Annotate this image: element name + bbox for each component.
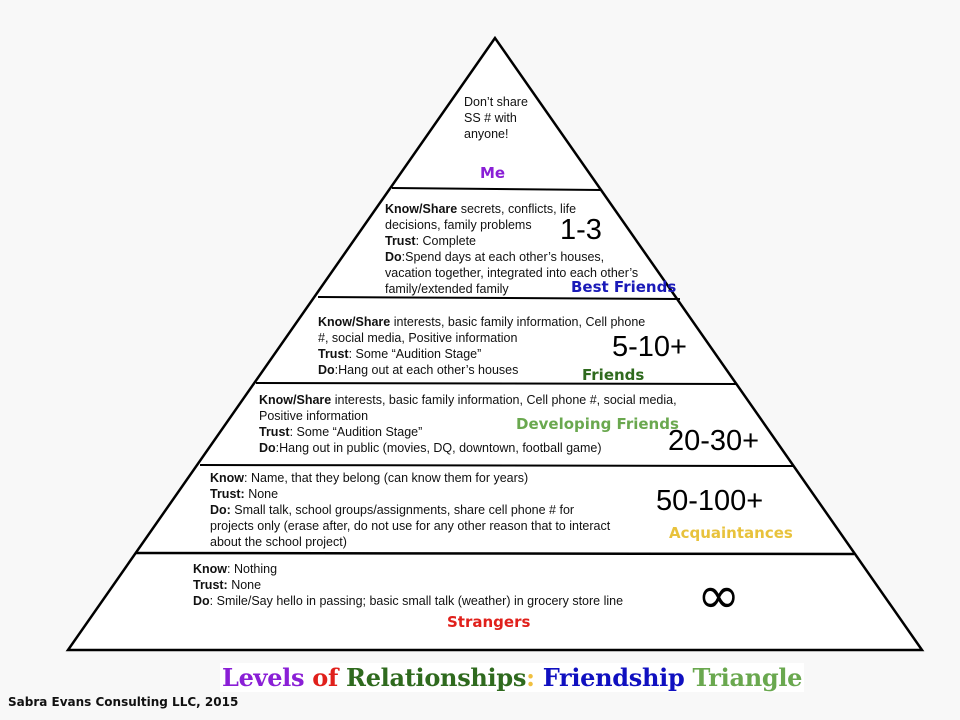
line-text: :Spend days at each other’s houses,: [401, 250, 605, 264]
title-word: Relationships: [346, 663, 527, 692]
line-text: Positive information: [259, 409, 369, 423]
diagram-title: Levels of Relationships: Friendship Tria…: [220, 663, 805, 692]
line-text: Small talk, school groups/assignments, s…: [230, 503, 575, 517]
line-keyword: Know/Share: [318, 315, 391, 329]
line-text: : Name, that they belong (can know them …: [244, 471, 529, 485]
title-word: of: [312, 663, 347, 692]
description-line: about the school project): [210, 534, 610, 550]
line-keyword: Do: [318, 363, 335, 377]
tier-strangers-count: ∞: [697, 566, 741, 626]
line-text: SS # with: [464, 111, 517, 125]
line-text: : Some “Audition Stage”: [348, 347, 482, 361]
line-text: : Some “Audition Stage”: [289, 425, 423, 439]
line-text: :Hang out at each other’s houses: [334, 363, 519, 377]
description-line: vacation together, integrated into each …: [385, 265, 638, 281]
line-keyword: Do: [193, 594, 210, 608]
description-line: Trust: Some “Audition Stage”: [318, 346, 645, 362]
line-keyword: Trust:: [210, 487, 245, 501]
description-line: SS # with: [464, 110, 528, 126]
line-text: : Smile/Say hello in passing; basic smal…: [209, 594, 624, 608]
tier-me-description: Don’t share SS # with anyone!: [464, 94, 528, 142]
line-keyword: Know: [193, 562, 228, 576]
tier-friends-label: Friends: [582, 366, 645, 384]
line-keyword: Trust:: [193, 578, 228, 592]
tier-developing-friends-count: 20-30+: [668, 425, 760, 457]
description-line: Trust: Some “Audition Stage”: [259, 424, 677, 440]
description-line: Know: Name, that they belong (can know t…: [210, 470, 610, 486]
line-text: anyone!: [464, 127, 509, 141]
tier-best-friends-count: 1-3: [560, 214, 602, 246]
description-line: Do:Hang out at each other’s houses: [318, 362, 645, 378]
tier-me-label: Me: [480, 164, 506, 182]
tier-friends-count: 5-10+: [612, 331, 687, 363]
tier-divider: [199, 464, 794, 467]
line-text: :Hang out in public (movies, DQ, downtow…: [275, 441, 602, 455]
line-text: family/extended family: [385, 282, 509, 296]
line-text: interests, basic family information, Cel…: [331, 393, 677, 407]
line-keyword: Trust: [259, 425, 290, 439]
description-line: Trust: Complete: [385, 233, 638, 249]
tier-developing-friends-description: Know/Share interests, basic family infor…: [259, 392, 677, 456]
tier-divider: [255, 382, 737, 385]
description-line: Trust: None: [193, 577, 623, 593]
line-text: None: [227, 578, 262, 592]
tier-divider: [317, 296, 681, 300]
tier-strangers-label: Strangers: [447, 613, 531, 631]
title-word: Friendship: [542, 663, 693, 692]
line-text: secrets, conflicts, life: [457, 202, 577, 216]
line-keyword: Do: [385, 250, 402, 264]
tier-friends-description: Know/Share interests, basic family infor…: [318, 314, 645, 378]
description-line: decisions, family problems: [385, 217, 638, 233]
line-keyword: Do: [259, 441, 276, 455]
description-line: family/extended family: [385, 281, 638, 297]
line-keyword: Do:: [210, 503, 231, 517]
description-line: #, social media, Positive information: [318, 330, 645, 346]
line-text: : Nothing: [227, 562, 278, 576]
title-word: :: [526, 663, 543, 692]
tier-acquaintances-description: Know: Name, that they belong (can know t…: [210, 470, 610, 550]
line-text: about the school project): [210, 535, 347, 549]
line-keyword: Trust: [318, 347, 349, 361]
description-line: Trust: None: [210, 486, 610, 502]
line-keyword: Know/Share: [385, 202, 458, 216]
description-line: Do:Hang out in public (movies, DQ, downt…: [259, 440, 677, 456]
line-text: decisions, family problems: [385, 218, 532, 232]
description-line: Do:Spend days at each other’s houses,: [385, 249, 638, 265]
title-word: Levels: [222, 663, 313, 692]
description-line: Don’t share: [464, 94, 528, 110]
description-line: projects only (erase after, do not use f…: [210, 518, 610, 534]
tier-best-friends-label: Best Friends: [571, 278, 677, 296]
tier-divider: [391, 187, 602, 191]
line-text: vacation together, integrated into each …: [385, 266, 639, 280]
triangle-outline: [65, 35, 925, 652]
tier-divider: [134, 551, 855, 556]
credit-text: Sabra Evans Consulting LLC, 2015: [8, 695, 239, 709]
line-text: Don’t share: [464, 95, 528, 109]
description-line: anyone!: [464, 126, 528, 142]
description-line: Know/Share secrets, conflicts, life: [385, 201, 638, 217]
description-line: Do: Small talk, school groups/assignment…: [210, 502, 610, 518]
line-text: projects only (erase after, do not use f…: [210, 519, 611, 533]
line-text: : Complete: [415, 234, 477, 248]
tier-acquaintances-label: Acquaintances: [669, 524, 793, 542]
line-keyword: Trust: [385, 234, 416, 248]
description-line: Know/Share interests, basic family infor…: [259, 392, 677, 408]
description-line: Positive information: [259, 408, 677, 424]
line-keyword: Know/Share: [259, 393, 332, 407]
tier-developing-friends-label: Developing Friends: [516, 415, 679, 433]
tier-acquaintances-count: 50-100+: [656, 485, 764, 517]
line-keyword: Know: [210, 471, 245, 485]
description-line: Know/Share interests, basic family infor…: [318, 314, 645, 330]
line-text: #, social media, Positive information: [318, 331, 518, 345]
description-line: Know: Nothing: [193, 561, 623, 577]
title-word: Triangle: [692, 663, 803, 692]
description-line: Do: Smile/Say hello in passing; basic sm…: [193, 593, 623, 609]
line-text: interests, basic family information, Cel…: [390, 315, 646, 329]
line-text: None: [244, 487, 279, 501]
